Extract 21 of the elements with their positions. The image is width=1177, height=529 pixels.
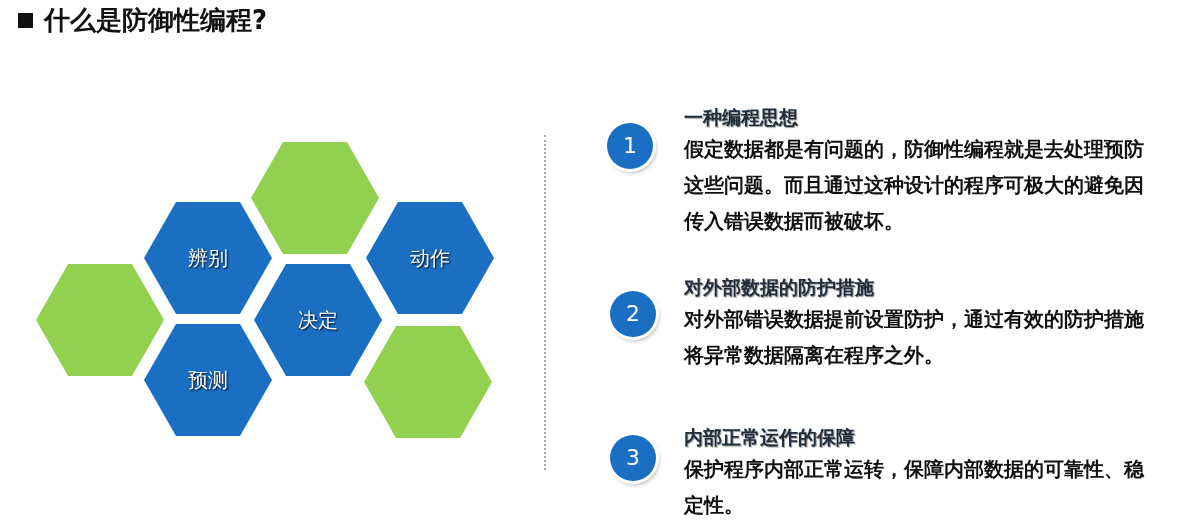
number-circle: 2: [610, 291, 656, 337]
hexagon-label: 动作: [409, 244, 451, 272]
item-text: 保护程序内部正常运转，保障内部数据的可靠性、稳定性。: [684, 456, 1146, 519]
hexagon: [36, 264, 164, 376]
hexagon: [251, 142, 379, 254]
hexagon: [144, 324, 272, 436]
number-circle: 3: [610, 435, 656, 481]
page-title: 什么是防御性编程?: [44, 4, 268, 37]
item-heading: 一种编程思想: [684, 105, 798, 130]
hexagon: [254, 264, 382, 376]
item-text: 假定数据都是有问题的，防御性编程就是去处理预防这些问题。而且通过这种设计的程序可极大的避免因传入错误数据而被破坏。: [684, 136, 1145, 235]
hexagon-label: 决定: [297, 306, 339, 334]
hexagon: [364, 326, 492, 438]
item-heading: 内部正常运作的保障: [684, 425, 855, 450]
hexagon: [366, 202, 494, 314]
hexagon-label: 辨别: [187, 244, 229, 272]
hexagon: [144, 202, 272, 314]
item-text: 对外部错误数据提前设置防护，通过有效的防护措施将异常数据隔离在程序之外。: [684, 306, 1145, 369]
item-heading: 对外部数据的防护措施: [684, 275, 874, 300]
number-circle: 1: [607, 123, 653, 169]
hexagon-label: 预测: [187, 366, 229, 394]
